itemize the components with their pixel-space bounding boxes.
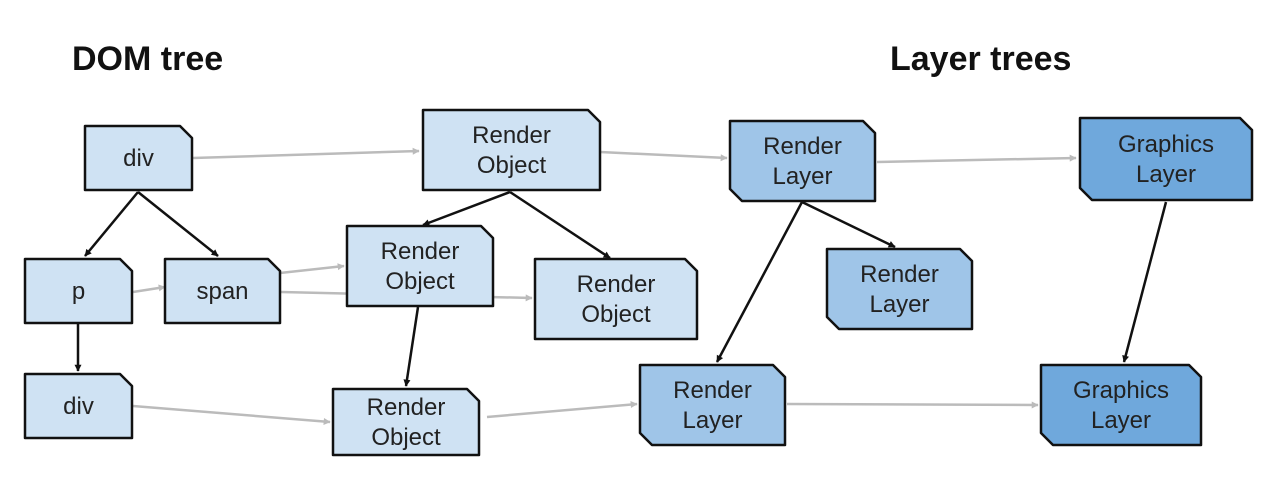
node-label: Layer (682, 407, 742, 434)
node-label: Render (860, 261, 939, 288)
node-box (533, 257, 699, 341)
node-label: Object (477, 152, 547, 179)
node-label: Layer (1136, 161, 1196, 188)
node-box (638, 363, 787, 447)
node-label: Layer (1091, 407, 1151, 434)
node-box (345, 224, 495, 308)
node-label: Object (581, 301, 651, 328)
node-dom-div-child: div (23, 372, 134, 440)
mapping-arrow-4 (132, 284, 166, 294)
node-label: Layer (869, 291, 929, 318)
node-label: Graphics (1118, 131, 1214, 158)
node-label: Render (577, 271, 656, 298)
node-box (421, 108, 602, 192)
tree-arrow-8 (1122, 201, 1168, 363)
tree-arrow-6 (715, 201, 804, 363)
node-box (23, 257, 134, 325)
node-label: div (123, 145, 154, 172)
node-dom-p: p (23, 257, 134, 325)
node-label: Layer (772, 163, 832, 190)
node-box (331, 387, 481, 457)
mapping-arrow-1 (599, 150, 728, 162)
mapping-arrow-7 (486, 401, 638, 419)
node-label: Render (673, 377, 752, 404)
node-box (825, 247, 974, 331)
node-label: Render (367, 394, 446, 421)
tree-arrow-0 (84, 191, 139, 257)
tree-arrow-4 (509, 190, 611, 260)
node-dom-span: span (163, 257, 282, 325)
node-box (23, 372, 134, 440)
mapping-arrow-3 (279, 263, 345, 275)
mapping-arrow-2 (876, 154, 1077, 164)
node-label: Render (472, 122, 551, 149)
mapping-arrow-8 (786, 401, 1039, 409)
node-box (163, 257, 282, 325)
node-box (1039, 363, 1203, 447)
tree-arrow-5 (403, 306, 420, 387)
dom-tree-heading: DOM tree (72, 40, 224, 78)
tree-edges (74, 190, 1168, 387)
node-label: p (72, 278, 85, 305)
mapping-arrow-0 (192, 147, 420, 160)
node-label: span (196, 278, 248, 305)
node-label: Graphics (1073, 377, 1169, 404)
tree-arrow-3 (422, 190, 511, 227)
node-label: div (63, 393, 94, 420)
node-label: Render (763, 133, 842, 160)
mapping-edges (132, 147, 1077, 425)
node-box (83, 124, 194, 192)
node-dom-div-root: div (83, 124, 194, 192)
mapping-arrow-6 (132, 404, 331, 425)
node-label: Render (381, 238, 460, 265)
tree-arrow-1 (137, 191, 219, 257)
node-box (1078, 116, 1254, 202)
tree-arrow-7 (801, 200, 896, 249)
node-box (728, 119, 877, 203)
node-label: Object (371, 424, 441, 451)
layer-trees-heading: Layer trees (890, 40, 1072, 78)
node-label: Object (385, 268, 455, 295)
